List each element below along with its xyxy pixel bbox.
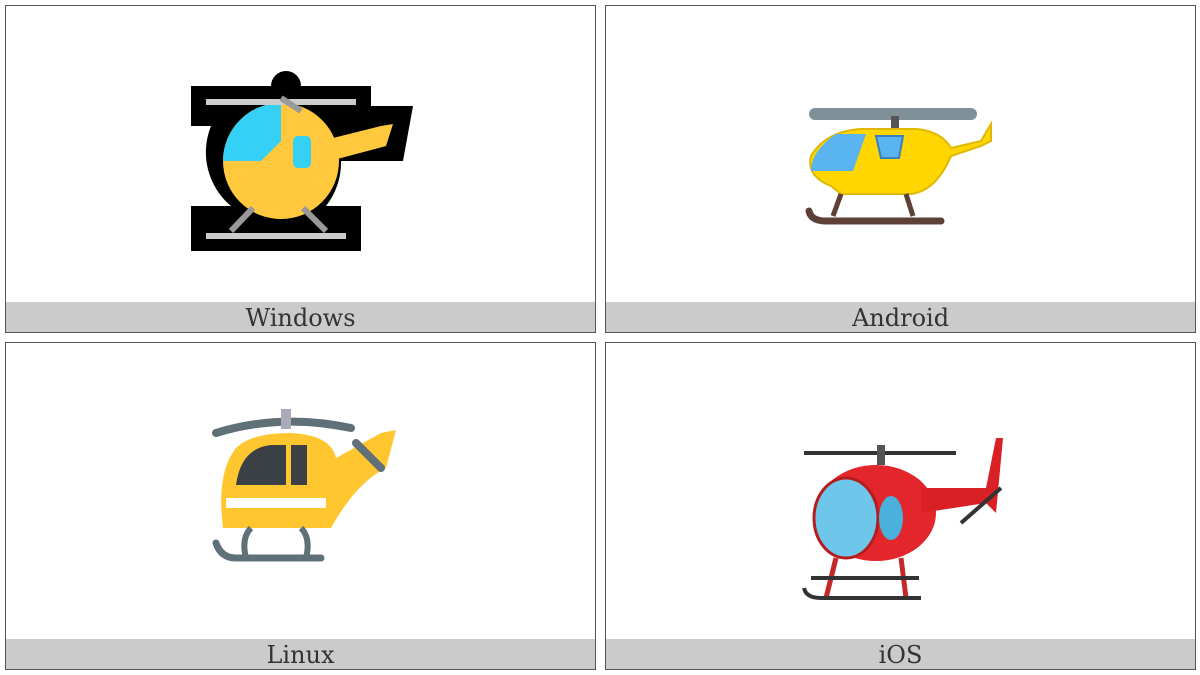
helicopter-icon [141,373,461,623]
panel-windows: Windows [5,5,596,333]
panel-label: iOS [606,639,1195,669]
panel-ios: iOS [605,342,1196,670]
panel-label: Android [606,302,1195,332]
helicopter-icon [741,373,1061,623]
panel-android: Android [605,5,1196,333]
helicopter-icon [741,36,1061,286]
helicopter-icon [141,36,461,286]
panel-linux: Linux [5,342,596,670]
panel-label: Windows [6,302,595,332]
panel-label: Linux [6,639,595,669]
